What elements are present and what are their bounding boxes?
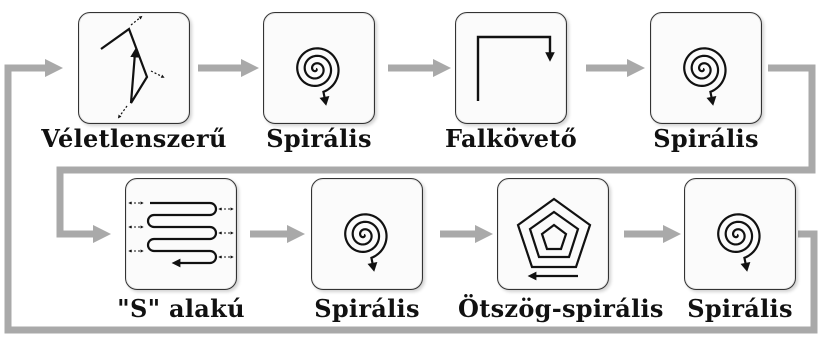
mode-box-random [78,12,190,124]
mode-box-wall-following [455,12,567,124]
random-path-icon [100,15,165,119]
mode-box-spiral [650,12,762,124]
mode-label: Falkövető [444,124,578,153]
mode-label: Spirális [314,294,420,323]
mode-box-pentagon-spiral [497,178,609,290]
spiral-icon [296,47,340,106]
spiral-icon [344,213,388,272]
mode-box-spiral [311,178,423,290]
mode-box-spiral [263,12,375,124]
mode-label: Spirális [266,124,372,153]
mode-box-spiral [684,178,796,290]
loop-back-connector [4,58,818,334]
wrap-connector [56,64,816,244]
mode-label: Spirális [653,124,759,153]
mode-box-s-shaped [125,178,237,290]
wall-following-icon [476,35,555,101]
spiral-icon [683,47,727,106]
s-shaped-path-icon [128,201,234,268]
mode-label: Spirális [687,294,793,323]
spiral-icon [717,213,761,272]
mode-label: "S" alakú [117,294,245,323]
mode-label: Véletlenszerű [41,124,227,153]
mode-label: Ötszög-spirális [458,294,664,323]
pentagon-spiral-icon [516,197,592,281]
